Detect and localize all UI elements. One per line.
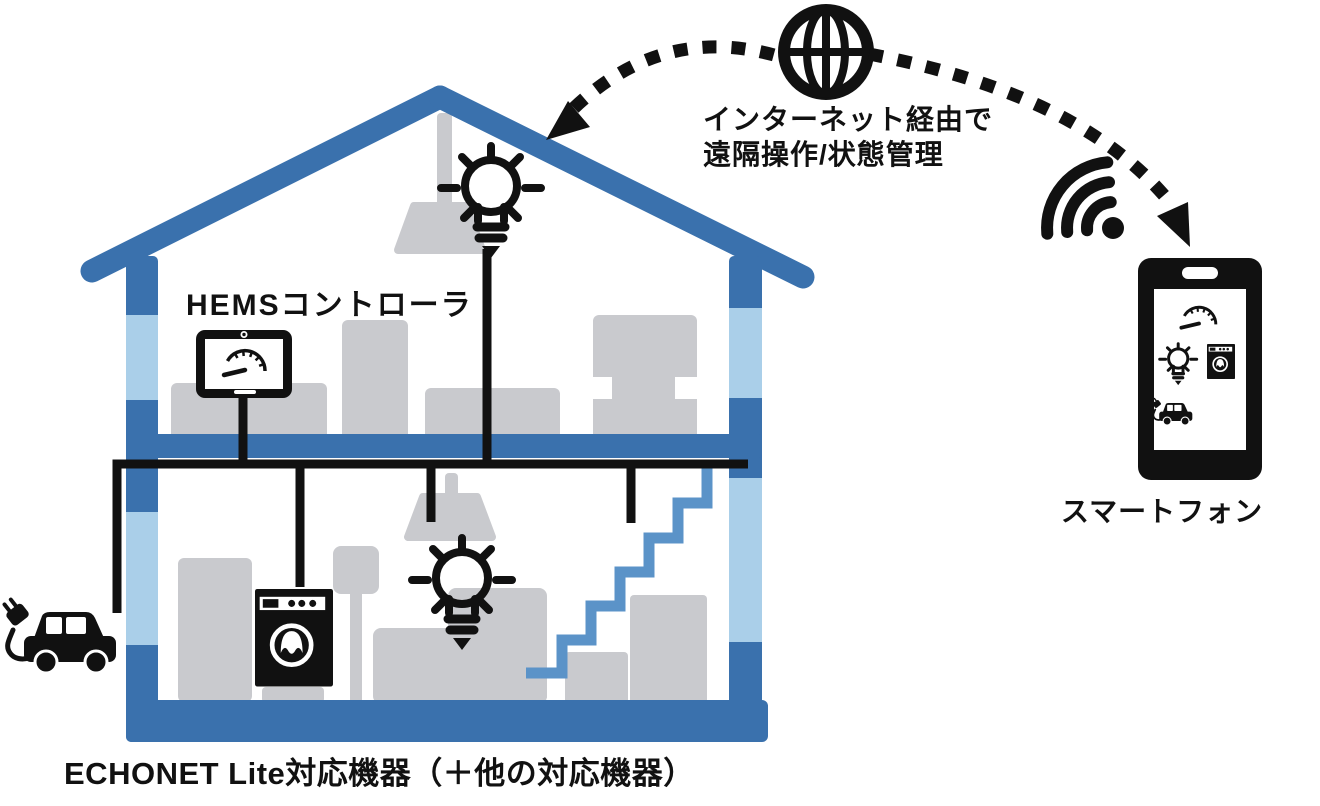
internet-note-line2: 遠隔操作/状態管理 bbox=[703, 139, 944, 170]
house-ground-floor bbox=[126, 700, 768, 742]
furniture-downstairs bbox=[178, 546, 707, 704]
arrowhead-to-phone bbox=[1157, 202, 1190, 247]
washing-machine-icon bbox=[255, 589, 333, 687]
dotted-arrow-internet-to-house bbox=[546, 40, 783, 140]
echonet-bus-lines bbox=[112, 249, 748, 613]
smartphone-label: スマートフォン bbox=[1060, 496, 1264, 527]
wifi-icon bbox=[1041, 156, 1124, 240]
house-left-wall bbox=[126, 256, 158, 742]
phone-washer-icon bbox=[1206, 343, 1236, 380]
internet-note-line1: インターネット経由で bbox=[703, 104, 994, 135]
arrowhead-to-house bbox=[546, 101, 590, 140]
hems-controller-tablet-icon bbox=[196, 330, 292, 398]
house-mid-floor bbox=[126, 434, 762, 458]
ev-car-icon bbox=[0, 596, 116, 673]
staircase bbox=[526, 466, 713, 679]
hems-controller-label: HEMSコントローラ bbox=[186, 289, 473, 322]
internet-note: インターネット経由で 遠隔操作/状態管理 bbox=[703, 102, 993, 172]
internet-globe-icon bbox=[778, 4, 874, 100]
house-roof bbox=[80, 85, 815, 289]
phone-speaker bbox=[1182, 267, 1218, 279]
furniture-upstairs bbox=[171, 315, 697, 440]
dotted-arrow-internet-to-phone bbox=[867, 47, 1190, 247]
echonet-caption: ECHONET Lite対応機器（＋他の対応機器） bbox=[64, 756, 695, 791]
smartphone-icon bbox=[1138, 258, 1262, 480]
house-right-wall bbox=[729, 256, 762, 742]
pendant-lamp-downstairs bbox=[404, 473, 496, 541]
